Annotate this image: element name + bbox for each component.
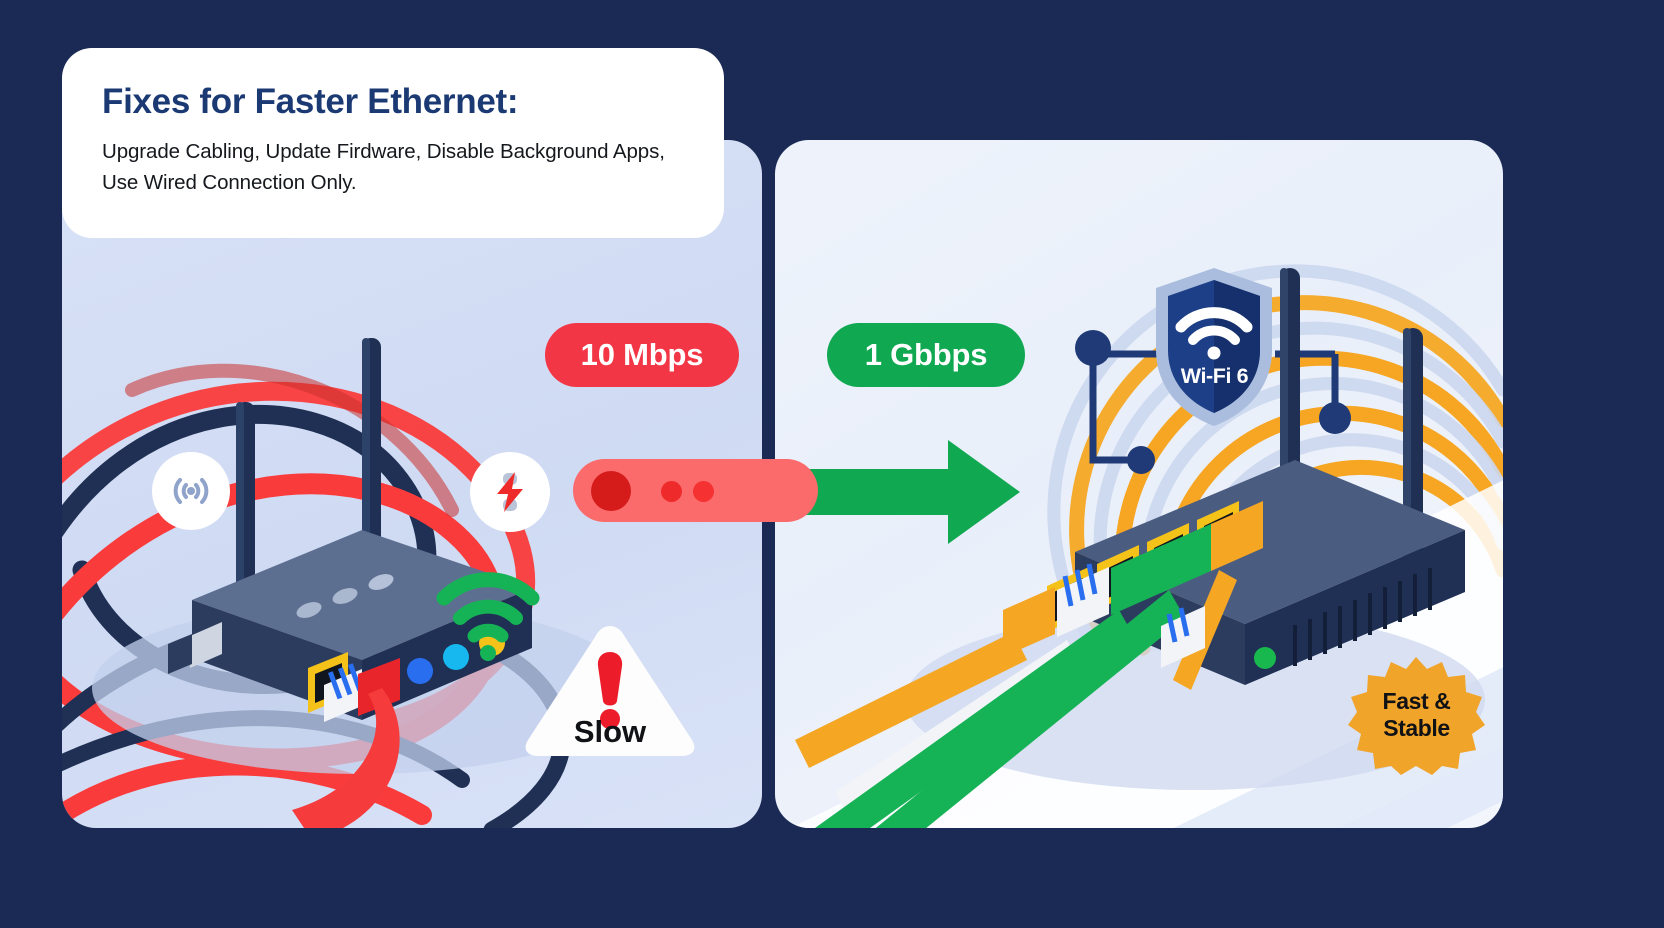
badge-fast-speed-label: 1 Gbbps <box>864 337 988 372</box>
progress-knob <box>591 471 631 511</box>
badge-line-2: Stable <box>1383 714 1450 741</box>
slow-router-device <box>168 338 532 828</box>
badge-line-1: Fast & <box>1382 687 1451 714</box>
progress-dot <box>693 481 714 502</box>
fast-router-device <box>795 268 1465 828</box>
badge-fast-stable: Fast & Stable <box>1348 655 1485 775</box>
wifi6-security-shield: Wi-Fi 6 <box>1152 268 1277 428</box>
orange-ethernet-cable-1 <box>795 587 1055 768</box>
wifi-signal-icon <box>436 568 540 661</box>
router-vents <box>1293 568 1432 666</box>
badge-fast-speed: 1 Gbbps <box>827 323 1025 387</box>
node-dot <box>1319 402 1351 434</box>
progress-dot <box>661 481 682 502</box>
badge-slow-speed-label: 10 Mbps <box>580 337 704 372</box>
warning-slow-label: Slow <box>573 714 647 749</box>
grey-cable-plug <box>168 622 222 674</box>
power-bolt-off-icon <box>470 452 550 532</box>
title-card: Fixes for Faster Ethernet: Upgrade Cabli… <box>62 48 724 238</box>
router-top-leds <box>296 574 394 618</box>
upgrade-arrow <box>770 438 1020 546</box>
white-ethernet-cable-2 <box>1161 606 1205 668</box>
shield-label: Wi-Fi 6 <box>1180 364 1249 388</box>
network-nodes-diagram <box>1075 330 1351 474</box>
badge-slow-speed: 10 Mbps <box>545 323 739 387</box>
signal-waves-icon <box>152 452 230 530</box>
slow-progress-bar <box>573 459 818 522</box>
badge-fast-stable-text: Fast & Stable <box>1348 655 1485 775</box>
page-title: Fixes for Faster Ethernet: <box>102 82 519 121</box>
router-status-led <box>1254 647 1276 669</box>
red-ethernet-cable <box>292 658 400 828</box>
green-ethernet-cable <box>815 545 1163 828</box>
green-ethernet-cable-2 <box>875 523 1213 828</box>
warning-slow: Slow <box>520 622 700 757</box>
node-dot <box>1075 330 1111 366</box>
page-subtitle: Upgrade Cabling, Update Firdware, Disabl… <box>102 140 665 195</box>
wifi-signal-icon <box>1175 307 1253 360</box>
node-dot <box>1127 446 1155 474</box>
